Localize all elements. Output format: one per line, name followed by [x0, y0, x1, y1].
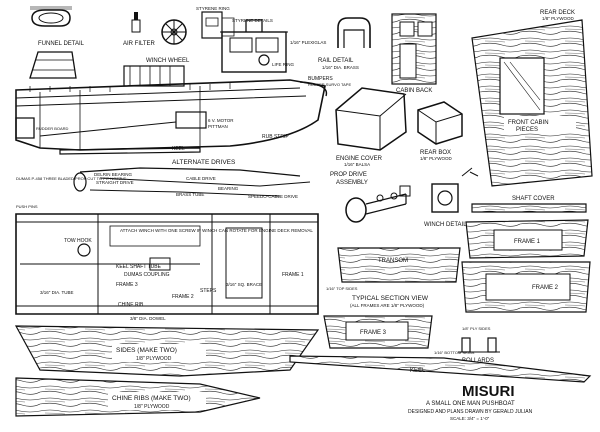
push-pins-label: PUSH PINS — [16, 204, 38, 209]
frame-2: FRAME 2 — [461, 261, 591, 313]
sides-piece: SIDES (MAKE TWO) 1/8" PLYWOOD — [14, 325, 320, 377]
typical-section: TYPICAL SECTION VIEW (ALL FRAMES ARE 1/8… — [323, 286, 491, 355]
frame-2-label: FRAME 2 — [532, 285, 559, 291]
funnel-detail-label: FUNNEL DETAIL — [38, 41, 85, 47]
air-filter: AIR FILTER — [123, 12, 156, 47]
rear-deck-label: REAR DECK — [540, 10, 575, 16]
delrin-bearing-label: DELRIN BEARING — [94, 172, 133, 177]
plan-view: ATTACH WINCH WITH ONE SCREW IF WINCH CAN… — [15, 213, 319, 321]
motor-label: 6 V. MOTOR — [208, 118, 234, 123]
chine-ribs-label: CHINE RIBS (MAKE TWO) — [112, 395, 191, 402]
rear-deck: REAR DECK 1/8" PLYWOOD FRONT CABIN PIECE… — [471, 10, 593, 187]
engine-cover-sub-label: 1/16" BALSA — [344, 162, 370, 167]
bearing-label: BEARING — [218, 186, 239, 191]
frame-3-plan-label: FRAME 3 — [116, 282, 138, 288]
transom-label: TRANSOM — [378, 258, 408, 264]
winch-attach-label: ATTACH WINCH WITH ONE SCREW IF WINCH CAN… — [120, 228, 313, 233]
subtitle: A SMALL ONE MAN PUSHBOAT — [426, 401, 515, 407]
frame-1: FRAME 1 — [465, 219, 589, 259]
tow-hook-label: TOW HOOK — [64, 238, 92, 244]
rear-box-label: REAR BOX — [420, 150, 451, 156]
keel-shaft-tube-label: KEEL SHAFT TUBE — [116, 264, 162, 270]
bumpers-label: BUMPERS — [308, 76, 333, 82]
rub-strip-label: RUB STRIP — [262, 134, 289, 140]
title-block: MISURI A SMALL ONE MAN PUSHBOAT DESIGNED… — [408, 383, 533, 421]
funnel-detail: FUNNEL DETAIL — [29, 6, 85, 79]
prop-note-label: DUMAS P-458 THREE BLADED PROP CUT TO FIT… — [16, 176, 126, 181]
styrene-ring-label: STYRENE RING — [196, 6, 230, 11]
straight-drive-label: STRAIGHT DRIVE — [96, 180, 134, 185]
rail-detail-label: RAIL DETAIL — [318, 58, 354, 64]
speedo-cable-label: SPEEDO-CABLE DRIVE — [248, 194, 298, 199]
front-cabin-label: FRONT CABIN — [508, 120, 549, 126]
life-ring-label: LIFE RING — [272, 62, 295, 67]
winch-wheel-label: WINCH WHEEL — [146, 58, 190, 64]
rudder-board-label: RUDDER BOARD — [36, 126, 69, 131]
chine-rib-label: CHINE RIB — [118, 302, 144, 308]
motor-sub-label: PITTMAN — [208, 124, 228, 129]
rear-deck-sub-label: 1/8" PLYWOOD — [542, 16, 575, 21]
prop-drive-label: PROP DRIVE — [330, 172, 367, 178]
bumpers-sub-label: RUBBER SURVO TAPE — [308, 82, 351, 87]
cable-drive-label: CABLE DRIVE — [186, 176, 216, 181]
cabin-back: CABIN BACK — [391, 13, 437, 94]
frame-1-plan-label: FRAME 1 — [282, 272, 304, 278]
title: MISURI — [462, 383, 515, 400]
scale-note: SCALE: 3/4" = 1'-0" — [450, 416, 490, 421]
frame-1-label: FRAME 1 — [514, 239, 541, 245]
bollards: BOLLARDS — [458, 337, 500, 364]
front-cabin-sub-label: PIECES — [516, 127, 538, 133]
dia-tube-label: 3/16" DIA. TUBE — [40, 290, 74, 295]
rail-dia-label: 1/16" DIA. BRASS — [322, 65, 359, 70]
chine-ribs-sub-label: 1/8" PLYWOOD — [134, 404, 170, 410]
alternate-drives-label: ALTERNATE DRIVES — [172, 159, 236, 166]
bollards-label: BOLLARDS — [462, 358, 494, 364]
rail-detail: RAIL DETAIL 1/16" DIA. BRASS — [318, 17, 371, 70]
brass-tube-label: BRASS TUBE — [176, 192, 204, 197]
winch-detail-label: WINCH DETAIL — [424, 222, 467, 228]
frame-3-label: FRAME 3 — [360, 330, 387, 336]
shaft-cover: SHAFT COVER — [471, 196, 587, 213]
keel-piece: KEEL — [289, 355, 592, 383]
alternate-drives: ALTERNATE DRIVES STRAIGHT DRIVE CABLE DR… — [16, 159, 311, 209]
sides-sub-label: 1/8" PLYWOOD — [136, 356, 172, 362]
transom: TRANSOM — [337, 247, 461, 283]
typical-section-label: TYPICAL SECTION VIEW — [352, 295, 429, 302]
winch-wheel-icon — [161, 19, 187, 45]
rear-box-sub-label: 1/8" PLYWOOD — [420, 156, 453, 161]
steps-label: STEPS — [200, 288, 217, 294]
typical-section-sub-label: (ALL FRAMES ARE 1/8" PLYWOOD) — [350, 303, 425, 308]
winch-detail: WINCH DETAIL — [424, 167, 479, 228]
plexiglas-label: 1/16" PLEXIGLAS — [290, 40, 326, 45]
engine-cover-label: ENGINE COVER — [336, 156, 383, 162]
shaft-cover-label: SHAFT COVER — [512, 196, 555, 202]
engine-cover: ENGINE COVER 1/16" BALSA — [335, 87, 407, 167]
sq-brace-label: 3/16" SQ. BRACE — [226, 282, 262, 287]
prop-drive-assembly: PROP DRIVE ASSEMBLY — [330, 172, 411, 223]
side-elevation: WINCH WHEEL LIFE RING 6 V. MOTOR PITTMAN… — [15, 19, 351, 155]
air-filter-label: AIR FILTER — [123, 41, 156, 47]
ply-sides-label: 1/8" PLY SIDES — [462, 326, 491, 331]
dumas-coupling-label: DUMAS COUPLING — [124, 272, 170, 278]
keel-label: KEEL — [172, 146, 185, 152]
top-sides-label: 1/16" TOP SIDES — [326, 286, 358, 291]
rear-box: REAR BOX 1/8" PLYWOOD — [417, 101, 463, 161]
credit: DESIGNED AND PLANS DRAWN BY GERALD JULIA… — [408, 409, 533, 415]
frame-2-plan-label: FRAME 2 — [172, 294, 194, 300]
dowel-label: 3/8" DIA. DOWEL — [130, 316, 166, 321]
cabin-back-label: CABIN BACK — [396, 88, 432, 94]
chine-ribs-piece: CHINE RIBS (MAKE TWO) 1/8" PLYWOOD — [15, 377, 261, 417]
prop-drive-sub-label: ASSEMBLY — [336, 180, 368, 186]
sides-label: SIDES (MAKE TWO) — [116, 347, 177, 354]
bottom-skins-label: 1/16" BOTTOM SKINS — [434, 350, 475, 355]
keel-piece-label: KEEL — [410, 368, 426, 374]
